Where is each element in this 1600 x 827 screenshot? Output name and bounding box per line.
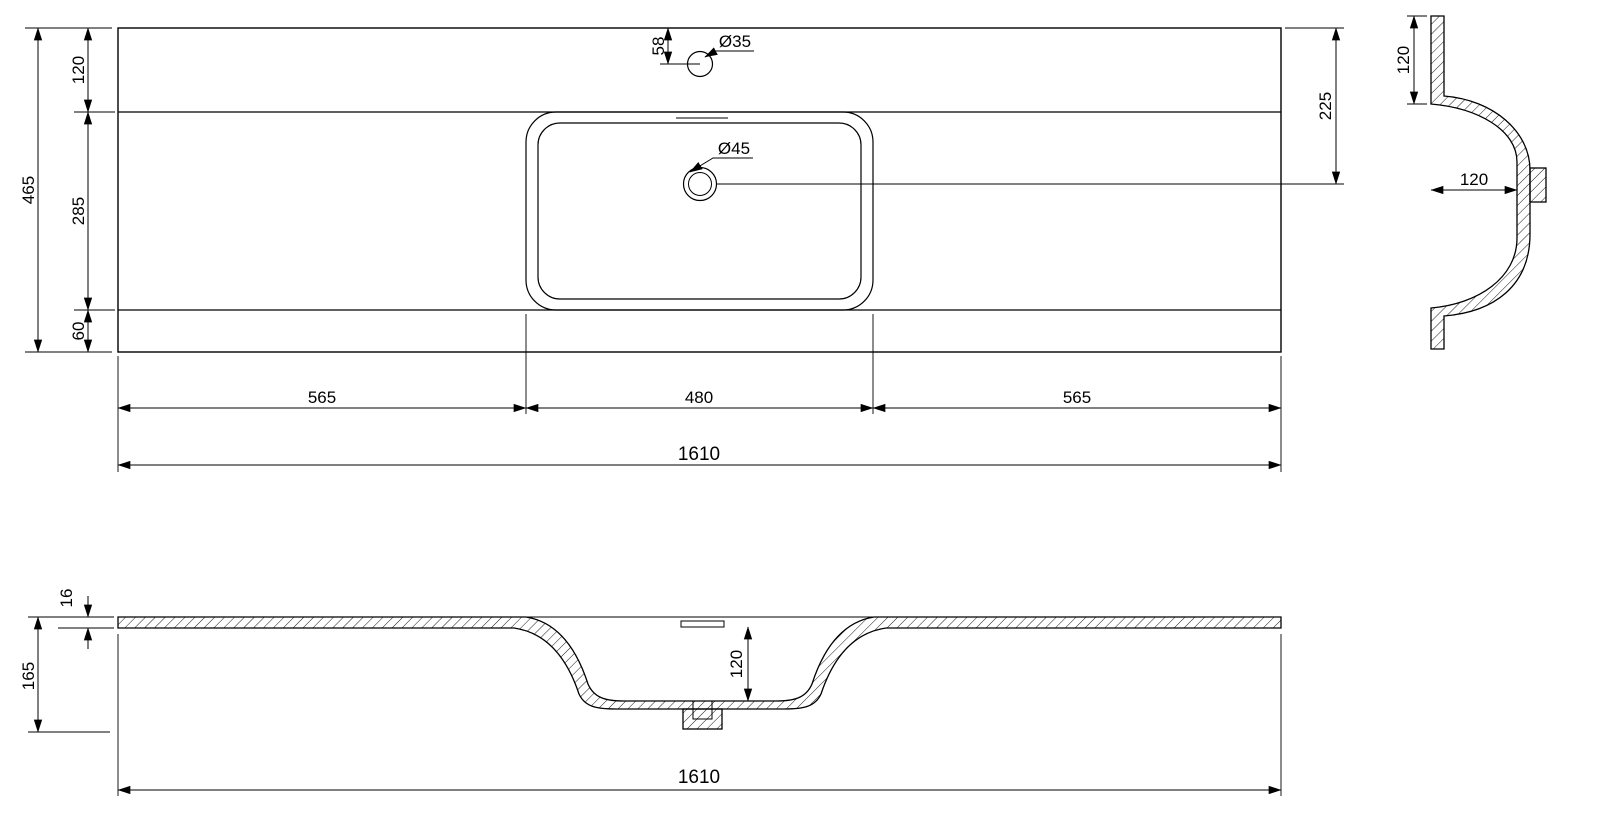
dim-basin-width: 480 xyxy=(685,388,713,407)
overflow-slot-section xyxy=(680,620,725,628)
basin-inner-rim xyxy=(537,122,862,300)
dim-section-bowl-depth: 120 xyxy=(727,650,746,678)
faucet-diameter-leader xyxy=(704,47,754,58)
side-shell-section xyxy=(1430,15,1531,350)
dim-right-segment: 565 xyxy=(1063,388,1091,407)
top-view-dimensions xyxy=(25,27,1344,472)
dim-left-segment: 565 xyxy=(308,388,336,407)
top-view xyxy=(117,27,1344,353)
dim-slab-thickness: 16 xyxy=(57,589,76,608)
front-shell-section xyxy=(117,616,1282,710)
drain-hole-section xyxy=(692,700,713,720)
basin-outer-rim xyxy=(525,111,874,311)
front-section-view xyxy=(28,596,1282,796)
dim-side-bowl-depth: 120 xyxy=(1460,170,1488,189)
drain-diameter-leader xyxy=(689,157,753,173)
dim-section-overall-width: 1610 xyxy=(678,767,720,788)
dim-overall-height: 165 xyxy=(19,662,38,690)
dim-faucet-diameter: Ø35 xyxy=(719,32,751,51)
dim-faucet-offset: 58 xyxy=(649,37,668,56)
dim-drain-diameter: Ø45 xyxy=(718,139,750,158)
drain-hole-inner xyxy=(688,172,712,196)
dim-drain-offset: 225 xyxy=(1316,92,1335,120)
side-section-view xyxy=(1407,15,1547,350)
dim-overall-width: 1610 xyxy=(678,444,720,465)
dim-overall-depth: 465 xyxy=(19,176,38,204)
dim-front-depth: 60 xyxy=(69,322,88,341)
dim-mid-depth: 285 xyxy=(69,197,88,225)
dim-side-back-ledge: 120 xyxy=(1394,46,1413,74)
countertop-outline xyxy=(117,27,1282,353)
dimension-labels: 465 120 285 60 58 Ø35 Ø45 225 565 480 56… xyxy=(19,32,1488,788)
dim-back-depth: 120 xyxy=(69,56,88,84)
side-drain-stub xyxy=(1529,167,1547,203)
